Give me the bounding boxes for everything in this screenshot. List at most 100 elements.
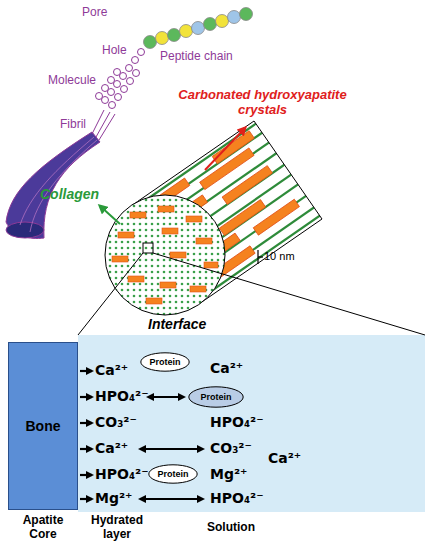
release-arrow xyxy=(80,498,92,500)
column-label: Apatite Core xyxy=(8,514,78,542)
peptide-bead xyxy=(228,11,241,24)
part-label: Pore xyxy=(82,6,107,20)
pointer-arrow xyxy=(100,206,120,224)
ion-label: HPO₄²⁻ xyxy=(95,466,149,482)
peptide-bead xyxy=(168,29,181,42)
fibril-line xyxy=(99,114,115,140)
molecule-bead xyxy=(109,102,116,109)
crystal-section xyxy=(130,212,146,218)
release-arrow xyxy=(80,396,92,398)
part-label: Fibril xyxy=(60,118,86,132)
release-arrow xyxy=(80,422,92,424)
column-label: Solution xyxy=(196,521,266,535)
zoom-square xyxy=(143,243,153,253)
crystal-section xyxy=(112,256,128,262)
peptide-chain xyxy=(144,8,253,49)
crystal-section xyxy=(118,232,134,238)
crystal-section xyxy=(158,206,174,212)
pointer-arrow xyxy=(205,128,245,170)
exchange-arrow xyxy=(148,396,184,398)
collagen-stripe xyxy=(133,118,264,209)
molecule-bead xyxy=(114,69,121,76)
scale-bar xyxy=(258,256,263,257)
peptide-bead xyxy=(192,22,205,35)
molecule-bead xyxy=(127,78,134,85)
solution-panel xyxy=(78,335,425,512)
ion-label: Mg²⁺ xyxy=(95,490,132,506)
molecule-bead xyxy=(138,49,145,56)
ion-label: CO₃²⁻ xyxy=(95,414,137,430)
fibril-horn xyxy=(6,132,100,238)
crystal-sections xyxy=(112,206,218,304)
exchange-arrows xyxy=(140,397,203,499)
cross-section-base xyxy=(105,195,225,315)
release-arrow xyxy=(80,370,92,372)
ion-label: HPO₄²⁻ xyxy=(210,490,264,506)
node-text: Protein xyxy=(149,357,180,367)
molecule-bead xyxy=(133,70,140,77)
protein-ellipse: Protein xyxy=(140,352,190,372)
ellipse-shape xyxy=(189,387,243,407)
peptide-bead xyxy=(204,18,217,31)
bone-block: Bone xyxy=(8,342,78,510)
part-label: Carbonated hydroxyapatite crystals xyxy=(175,88,350,118)
crystal-section xyxy=(160,282,176,288)
ion-label: Ca²⁺ xyxy=(95,362,128,378)
molecule-bead xyxy=(132,57,139,64)
release-arrow xyxy=(80,474,92,476)
ion-label: Ca²⁺ xyxy=(268,450,301,466)
peptide-bead xyxy=(180,25,193,38)
molecule-bead xyxy=(115,94,122,101)
crystal-section xyxy=(186,216,202,222)
crystal-section xyxy=(190,286,206,292)
peptide-bead xyxy=(240,8,253,21)
part-label: Collagen xyxy=(40,186,99,202)
ellipse-shape xyxy=(149,465,197,483)
protein-ellipse: Protein xyxy=(148,464,198,484)
crystal-section xyxy=(146,298,162,304)
crystal-section xyxy=(204,262,218,268)
molecule-bead xyxy=(121,86,128,93)
ellipse-shape xyxy=(141,353,189,371)
column-label: Hydrated layer xyxy=(82,514,152,542)
apatite-crystal xyxy=(222,166,272,205)
release-arrows xyxy=(80,371,92,499)
peptide-bead xyxy=(156,32,169,45)
part-label: Peptide chain xyxy=(160,50,233,64)
ion-label: Ca²⁺ xyxy=(95,440,128,456)
part-label: Hole xyxy=(102,44,127,58)
molecule-bead xyxy=(108,77,115,84)
ion-label: HPO₄²⁻ xyxy=(95,388,149,404)
ion-label: Ca²⁺ xyxy=(210,360,243,376)
apatite-crystal xyxy=(253,199,299,235)
exchange-arrow xyxy=(140,498,203,500)
part-label: Molecule xyxy=(48,74,96,88)
scale-label: 10 nm xyxy=(264,250,295,263)
crystal-section xyxy=(170,252,186,258)
node-text: Protein xyxy=(157,469,188,479)
cross-section xyxy=(105,195,225,315)
protein-ellipse: Protein xyxy=(188,386,244,408)
exchange-arrow xyxy=(140,448,203,450)
ion-label: HPO₄²⁻ xyxy=(210,414,264,430)
fibril-line xyxy=(92,110,104,134)
fibril-line xyxy=(20,137,94,225)
zoom-line xyxy=(78,253,143,335)
peptide-bead xyxy=(216,15,229,28)
peptide-bead xyxy=(144,36,157,49)
crystal-section xyxy=(196,238,212,244)
ion-label: Mg²⁺ xyxy=(210,466,247,482)
crystal-section xyxy=(162,228,178,234)
molecule-bead xyxy=(126,65,133,72)
molecule-strands xyxy=(96,49,145,109)
node-text: Protein xyxy=(200,392,231,402)
crystal-section xyxy=(128,276,144,282)
molecule-bead xyxy=(102,85,109,92)
ion-label: CO₃²⁻ xyxy=(210,440,252,456)
release-arrow xyxy=(80,448,92,450)
node-text: Bone xyxy=(26,418,61,434)
molecule-bead xyxy=(96,93,103,100)
fibril-opening xyxy=(6,222,44,238)
section-label: Interface xyxy=(148,316,206,332)
